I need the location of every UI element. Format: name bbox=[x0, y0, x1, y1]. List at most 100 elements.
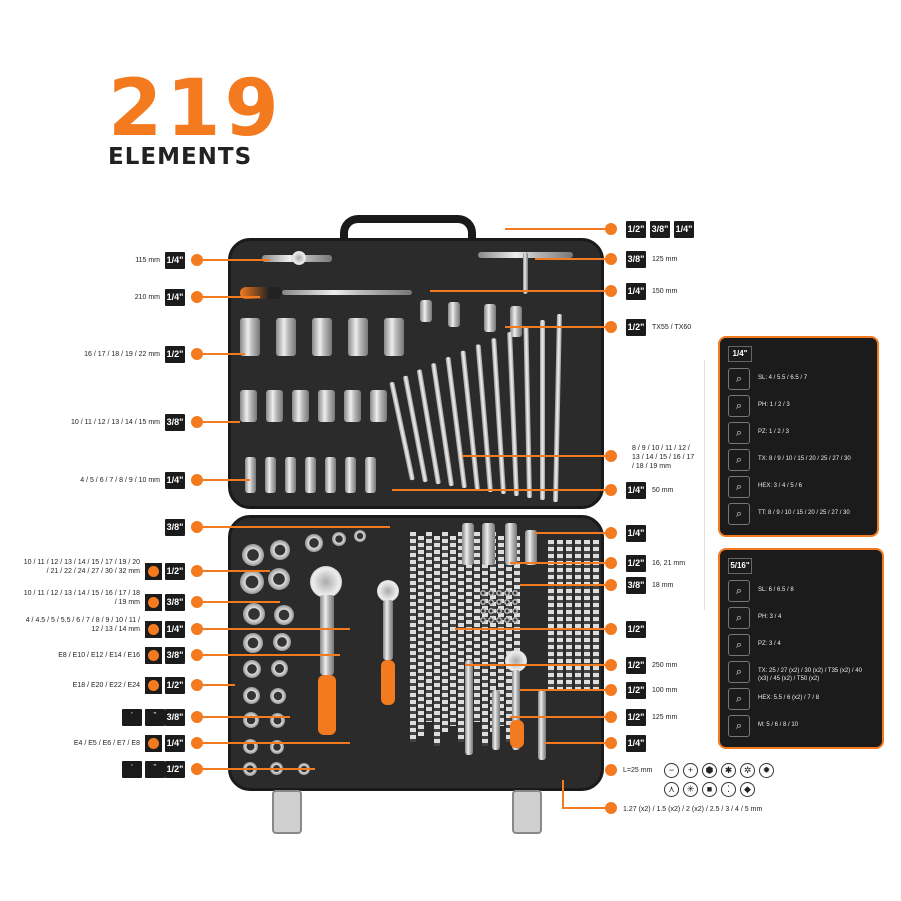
deep-socket bbox=[525, 530, 537, 565]
drive-size-badge: 1/2" bbox=[626, 682, 646, 699]
annotation-dot bbox=[605, 737, 617, 749]
socket bbox=[348, 318, 368, 356]
leader-line bbox=[200, 421, 240, 423]
drive-size-badge: 1/4" bbox=[626, 482, 646, 499]
annotation-dot bbox=[191, 565, 203, 577]
leader-line bbox=[200, 259, 270, 261]
hex-bit-icon: ⌕ bbox=[728, 476, 750, 498]
socket-type-icon bbox=[145, 621, 162, 638]
bit-holder bbox=[512, 617, 518, 623]
bit-column bbox=[575, 540, 581, 690]
bit-holder bbox=[496, 590, 502, 596]
leader-line bbox=[545, 742, 605, 744]
deep-socket bbox=[462, 523, 474, 565]
socket bbox=[484, 304, 496, 332]
bit-holder bbox=[512, 599, 518, 605]
ratchet-head bbox=[505, 650, 527, 672]
socket bbox=[292, 390, 309, 422]
bit-spec-row: ⌕M: 5 / 6 / 8 / 10 bbox=[728, 715, 873, 737]
annotation-dot bbox=[605, 623, 617, 635]
bit-column bbox=[482, 536, 488, 746]
leader-line bbox=[510, 716, 605, 718]
bit-column bbox=[466, 536, 472, 736]
bit-column bbox=[593, 540, 599, 690]
tamper-torx-bit-icon: ⌕ bbox=[728, 503, 750, 525]
bit-spec-text: PZ: 1 / 2 / 3 bbox=[758, 429, 790, 435]
size-list-label: E8 / E10 / E12 / E14 / E16 bbox=[58, 652, 140, 659]
leader-line bbox=[200, 684, 235, 686]
annotation-dot bbox=[191, 474, 203, 486]
extension-bar bbox=[538, 690, 546, 760]
round-socket bbox=[268, 568, 290, 590]
drive-size-badge: 1/2" bbox=[165, 761, 185, 778]
bit-spec-row: ⌕TX: 8 / 9 / 10 / 15 / 20 / 25 / 27 / 30 bbox=[728, 449, 873, 471]
slotted-bit-icon: ⌕ bbox=[728, 580, 750, 602]
drive-size-badge: 3/8" bbox=[626, 577, 646, 594]
screwdriver-shaft bbox=[282, 290, 412, 295]
leader-line bbox=[200, 479, 250, 481]
bit-spec-row: ⌕PZ: 1 / 2 / 3 bbox=[728, 422, 873, 444]
precise-bot-icon: ▪▪ bbox=[145, 761, 165, 778]
bit-holder bbox=[504, 599, 510, 605]
round-socket bbox=[242, 544, 264, 566]
bit-holder bbox=[488, 590, 494, 596]
leader-line bbox=[200, 768, 315, 770]
size-list-label: 125 mm bbox=[652, 714, 678, 721]
annotation-dot bbox=[605, 579, 617, 591]
size-list-label: 150 mm bbox=[652, 288, 678, 295]
bit-holder bbox=[504, 617, 510, 623]
leader-line bbox=[392, 489, 605, 491]
socket-type-icon bbox=[145, 594, 162, 611]
leader-line bbox=[200, 716, 290, 718]
annotation-dot bbox=[605, 557, 617, 569]
socket-type-icon bbox=[145, 563, 162, 580]
case-latch-right bbox=[512, 790, 542, 834]
size-list-label: 115 mm bbox=[135, 257, 160, 264]
drive-size-badge: 1/2" bbox=[165, 346, 185, 363]
round-socket bbox=[305, 534, 323, 552]
drive-size-badge: 1/2" bbox=[626, 709, 646, 726]
bit-column bbox=[434, 536, 440, 746]
drive-size-badge: 1/4" bbox=[165, 621, 185, 638]
bit-spec-text: PH: 1 / 2 / 3 bbox=[758, 402, 790, 408]
round-socket bbox=[273, 633, 291, 651]
leader-line bbox=[535, 258, 605, 260]
round-socket bbox=[243, 603, 265, 625]
annotation-dot bbox=[605, 285, 617, 297]
annotation-dot bbox=[605, 684, 617, 696]
drive-size-badge: 1/4" bbox=[626, 735, 646, 752]
annotation-dot bbox=[191, 348, 203, 360]
bit-holder bbox=[504, 590, 510, 596]
drive-size-badge: 3/8" bbox=[165, 594, 185, 611]
socket bbox=[370, 390, 387, 422]
slotted-bit-icon: ⌕ bbox=[728, 368, 750, 390]
panel-drive-size: 1/4" bbox=[728, 346, 752, 362]
drive-size-badge: 1/4" bbox=[165, 735, 185, 752]
drive-size-badge: 1/4" bbox=[674, 221, 694, 238]
bit-column bbox=[490, 532, 496, 732]
drive-size-badge: 1/2" bbox=[165, 677, 185, 694]
torq-symbol-icon: ◆ bbox=[740, 782, 755, 797]
bit-column bbox=[506, 532, 512, 742]
drive-size-badge: 1/4" bbox=[626, 283, 646, 300]
round-socket bbox=[243, 660, 261, 678]
annotation-dot bbox=[191, 679, 203, 691]
annotation-dot bbox=[191, 291, 203, 303]
square-symbol-icon: ■ bbox=[702, 782, 717, 797]
bits-five-sixteenth-panel: 5/16" ⌕SL: 6 / 6.5 / 8⌕PH: 3 / 4⌕PZ: 3 /… bbox=[718, 548, 884, 749]
socket bbox=[365, 457, 376, 493]
size-list-label: 210 mm bbox=[134, 294, 160, 301]
annotation-dot bbox=[191, 711, 203, 723]
ratchet-shaft bbox=[320, 595, 334, 675]
round-socket bbox=[271, 660, 288, 677]
size-list-label: 50 mm bbox=[652, 487, 674, 494]
precise-tool-icon: ▪ bbox=[122, 709, 142, 726]
bit-spec-row: ⌕SL: 6 / 6.5 / 8 bbox=[728, 580, 873, 602]
drive-size-badge: 1/4" bbox=[626, 525, 646, 542]
bit-spec-row: ⌕HEX: 3 / 4 / 5 / 6 bbox=[728, 476, 873, 498]
bit-column bbox=[557, 540, 563, 690]
leader-line bbox=[200, 526, 390, 528]
socket bbox=[265, 457, 276, 493]
bit-spec-row: ⌕PH: 3 / 4 bbox=[728, 607, 873, 629]
leader-line bbox=[520, 584, 605, 586]
